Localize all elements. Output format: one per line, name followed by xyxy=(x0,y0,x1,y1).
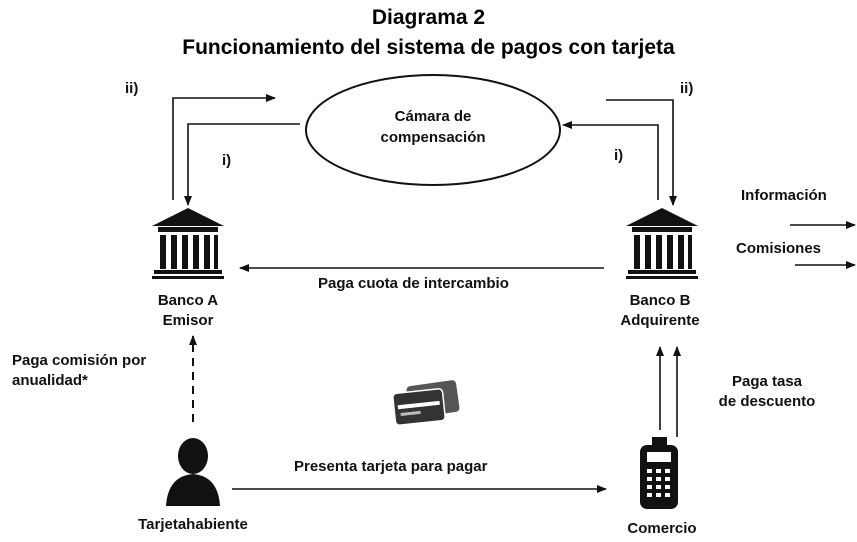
cardholder-label: Tarjetahabiente xyxy=(138,516,248,533)
clearing-house-ellipse xyxy=(305,74,561,186)
bank-a-label: Banco A Emisor xyxy=(128,292,248,329)
left-i-label: i) xyxy=(222,152,232,169)
bank-b-icon xyxy=(626,208,698,279)
clearing-house-line2: compensación xyxy=(380,129,486,146)
annual-fee-line1: Paga comisión por xyxy=(12,352,147,369)
right-ii-label: ii) xyxy=(680,80,694,97)
credit-cards-icon xyxy=(392,380,460,426)
bank-a-name: Banco A xyxy=(157,292,219,309)
annual-fee-line2: anualidad* xyxy=(12,372,88,389)
legend-fees-label: Comisiones xyxy=(736,240,822,257)
bank-b-label: Banco B Adquirente xyxy=(595,292,725,329)
discount-label: Paga tasa de descuento xyxy=(712,373,822,410)
interchange-label: Paga cuota de intercambio xyxy=(318,275,509,292)
bank-b-role: Adquirente xyxy=(620,312,700,329)
diagram-subtitle: Funcionamiento del sistema de pagos con … xyxy=(182,36,675,59)
discount-line2: de descuento xyxy=(718,393,816,410)
legend-info-label: Información xyxy=(741,187,827,204)
diagram-title: Diagrama 2 xyxy=(371,6,486,29)
clearing-house-line1: Cámara de xyxy=(394,108,472,125)
bank-a-role: Emisor xyxy=(162,312,214,329)
discount-line1: Paga tasa xyxy=(731,373,803,390)
right-flow-arrows xyxy=(562,99,677,206)
card-terminal-icon xyxy=(640,437,678,509)
left-ii-label: ii) xyxy=(125,80,139,97)
annual-fee-label: Paga comisión por anualidad* xyxy=(12,352,182,389)
clearing-house-label: Cámara de compensación xyxy=(360,108,506,146)
left-flow-arrows xyxy=(172,94,300,206)
bank-a-icon xyxy=(152,208,224,279)
present-card-label: Presenta tarjeta para pagar xyxy=(294,458,488,475)
discount-arrows xyxy=(656,346,681,437)
bank-b-name: Banco B xyxy=(629,292,691,309)
merchant-label: Comercio xyxy=(627,520,697,537)
right-i-label: i) xyxy=(614,147,624,164)
person-icon xyxy=(166,438,220,506)
